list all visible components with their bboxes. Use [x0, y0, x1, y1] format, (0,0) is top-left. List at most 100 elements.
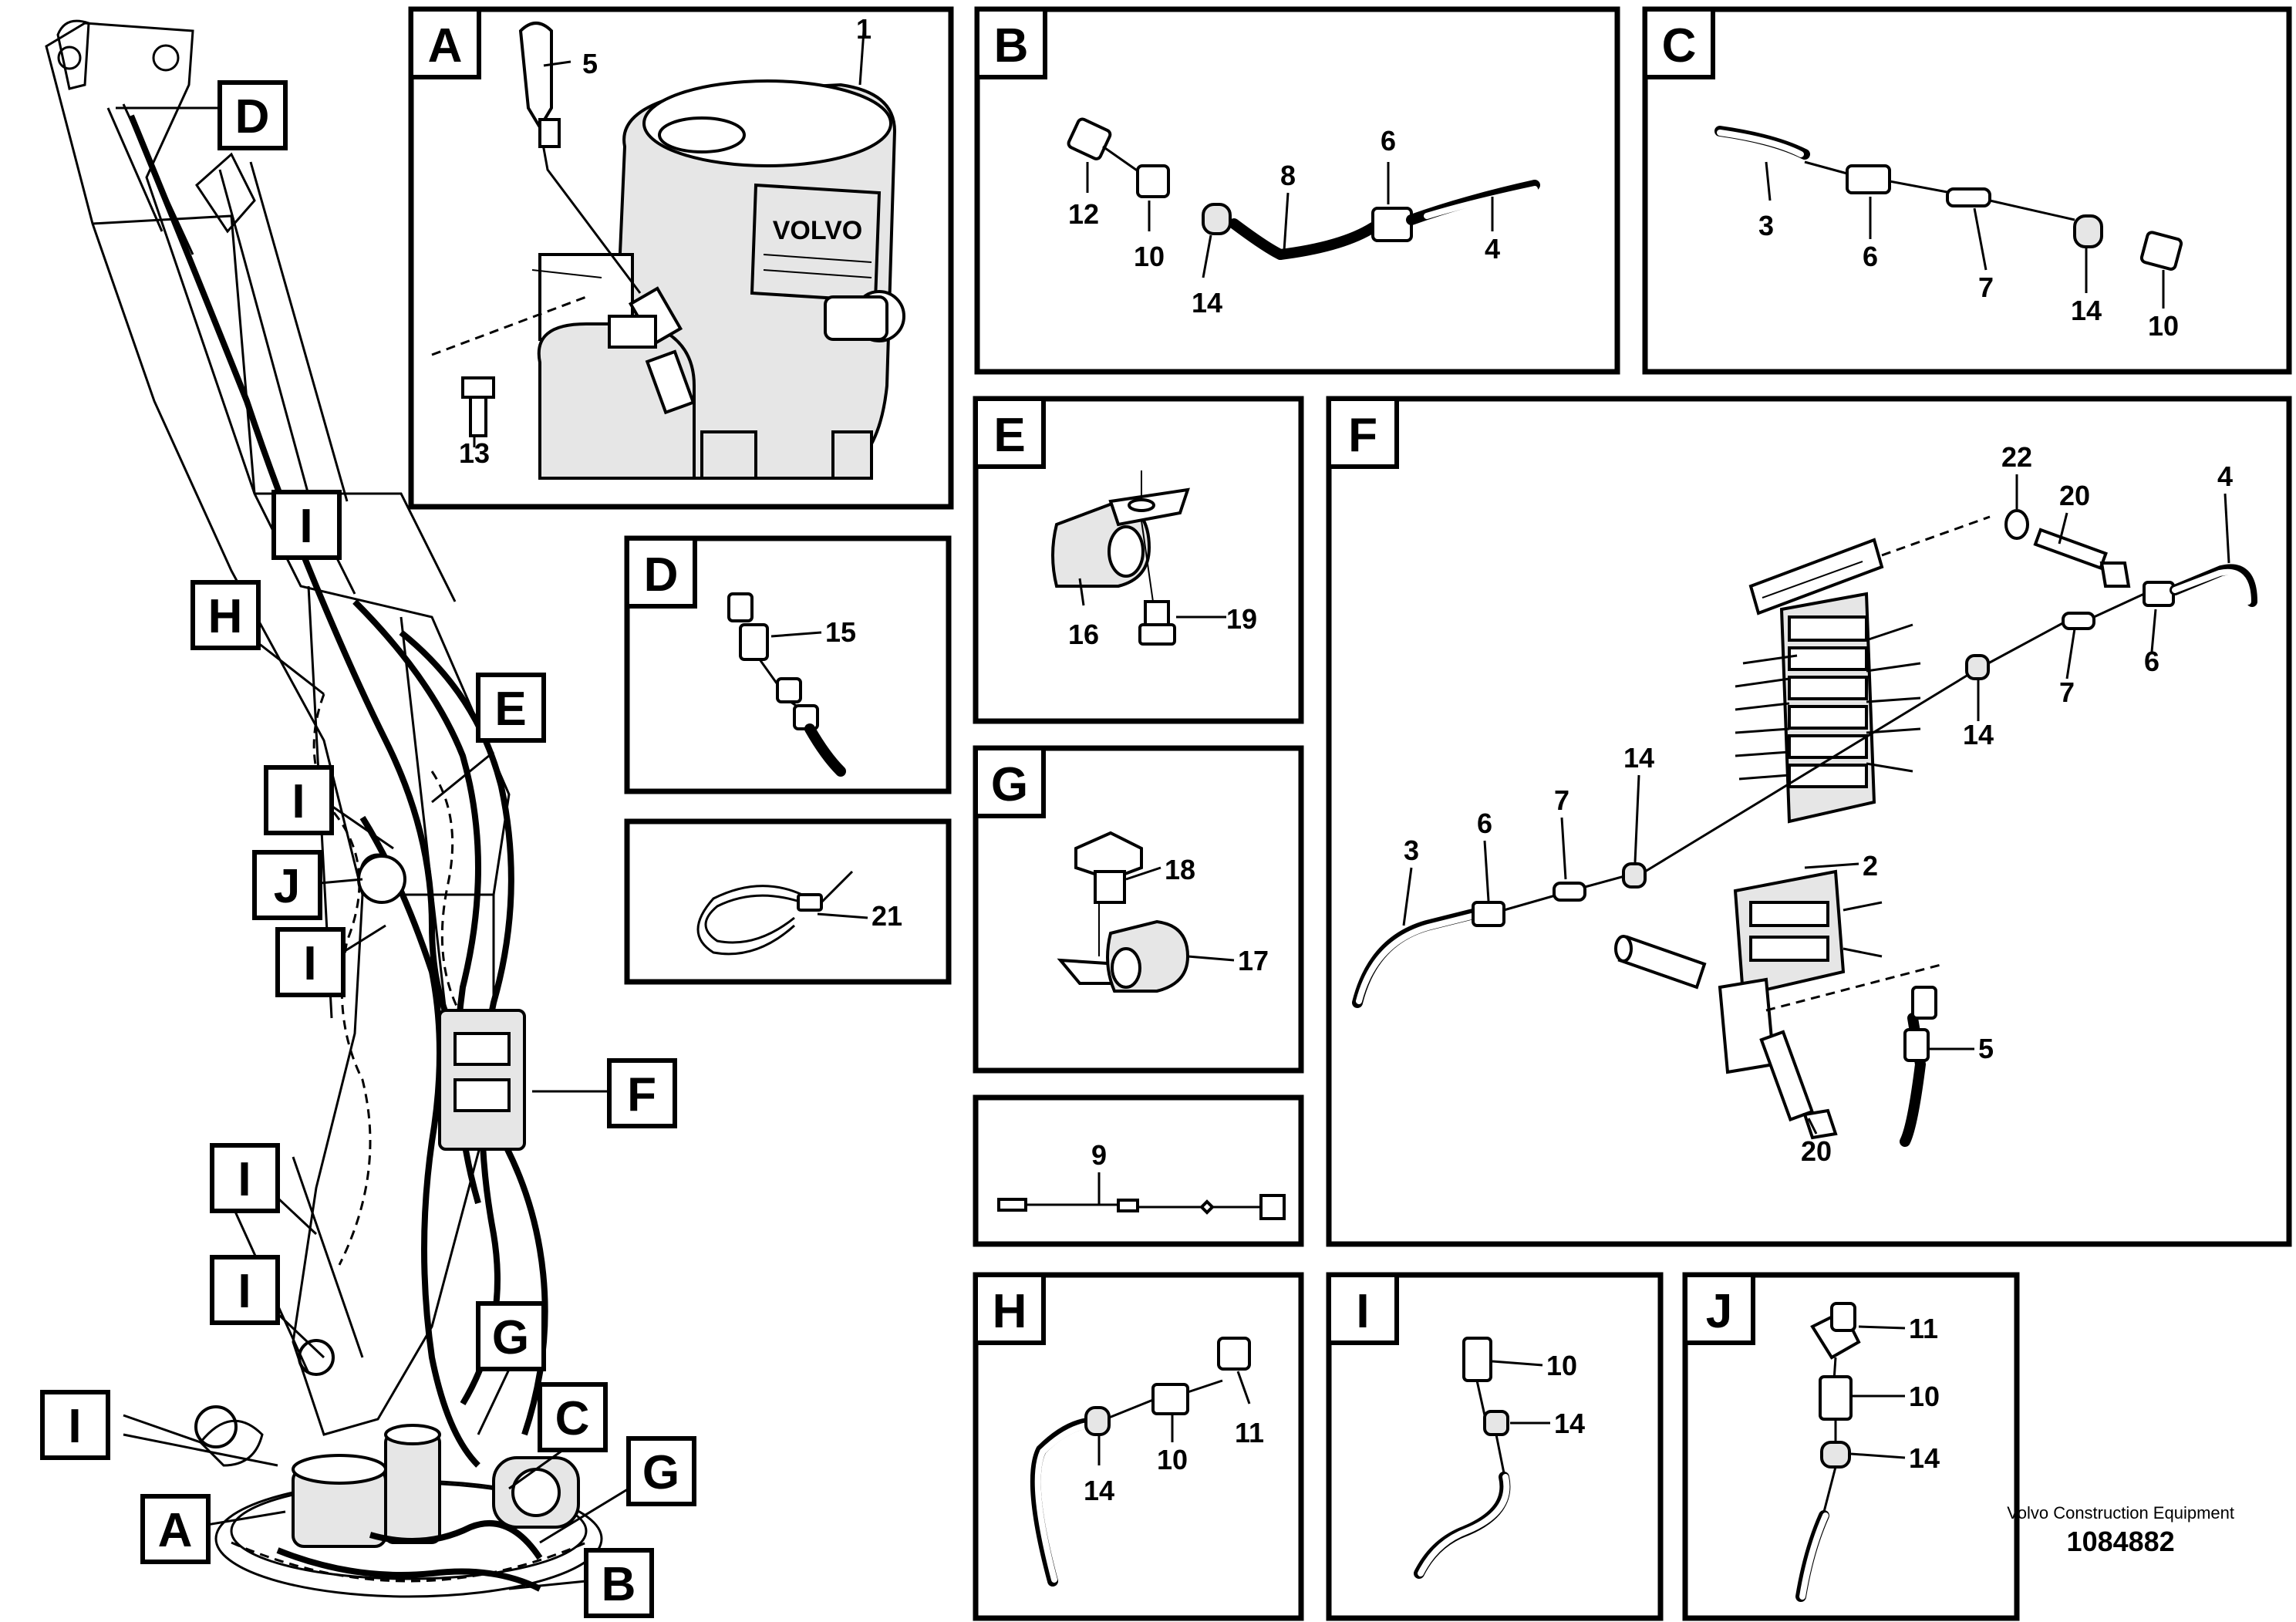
- hose-assembly-b: [1067, 117, 1540, 260]
- svg-text:D: D: [235, 90, 270, 143]
- svg-text:I: I: [299, 500, 312, 553]
- company-name: Volvo Construction Equipment: [2007, 1503, 2234, 1523]
- callout-20[interactable]: 20: [2059, 480, 2090, 511]
- overview-label-i[interactable]: I: [40, 1390, 110, 1460]
- svg-text:B: B: [994, 19, 1029, 73]
- callout-5[interactable]: 5: [582, 48, 598, 79]
- distributor-block-f: [1718, 515, 1991, 1074]
- svg-text:C: C: [555, 1392, 590, 1445]
- panel-j: J 11 10 14: [1682, 1272, 2020, 1621]
- callout-19[interactable]: 19: [1226, 603, 1257, 635]
- overview-label-h[interactable]: H: [190, 580, 261, 650]
- panel-harness: 9: [973, 1094, 1304, 1247]
- callout-6[interactable]: 6: [1863, 241, 1878, 272]
- panel-c: C 3 6 7 14 10: [1642, 6, 2292, 375]
- callout-14[interactable]: 14: [1192, 287, 1222, 319]
- callout-15[interactable]: 15: [825, 616, 856, 648]
- callout-10[interactable]: 10: [2148, 310, 2179, 342]
- overview-label-e[interactable]: E: [476, 673, 546, 743]
- callout-4[interactable]: 4: [2217, 460, 2233, 492]
- harness-9: [997, 1172, 1286, 1220]
- fittings-j: [1795, 1302, 1861, 1602]
- callout-1[interactable]: 1: [856, 13, 872, 45]
- callout-13[interactable]: 13: [459, 437, 490, 469]
- callout-3[interactable]: 3: [1404, 835, 1419, 866]
- svg-text:A: A: [428, 19, 463, 73]
- footer: Volvo Construction Equipment 1084882: [2007, 1504, 2234, 1558]
- callout-7[interactable]: 7: [2059, 676, 2075, 708]
- overview-label-a[interactable]: A: [140, 1494, 211, 1564]
- callout-6[interactable]: 6: [1477, 808, 1492, 839]
- overview-labels: D I H E I J I F: [40, 80, 696, 1618]
- overview-label-i[interactable]: I: [210, 1255, 280, 1325]
- callout-7[interactable]: 7: [1978, 271, 1994, 303]
- callout-10[interactable]: 10: [1909, 1381, 1940, 1412]
- fittings-i: [1414, 1337, 1511, 1579]
- volvo-logo-text: VOLVO: [773, 216, 863, 245]
- overview-label-c[interactable]: C: [538, 1382, 608, 1452]
- callout-16[interactable]: 16: [1068, 619, 1099, 650]
- callout-11[interactable]: 11: [1235, 1417, 1264, 1448]
- callout-17[interactable]: 17: [1238, 945, 1269, 976]
- clamp-e: [1051, 470, 1190, 646]
- overview-label-i[interactable]: I: [264, 765, 334, 835]
- callout-2[interactable]: 2: [1863, 850, 1878, 882]
- svg-text:F: F: [1348, 409, 1377, 462]
- callout-7[interactable]: 7: [1554, 784, 1569, 816]
- svg-text:G: G: [492, 1311, 529, 1364]
- callout-5[interactable]: 5: [1978, 1033, 1994, 1064]
- callout-10[interactable]: 10: [1546, 1350, 1577, 1381]
- fitting-d: [727, 592, 846, 777]
- panel-h: H 14 10 11: [973, 1272, 1304, 1621]
- lubrication-pump-illustration: VOLVO: [537, 79, 905, 480]
- overview-label-i[interactable]: I: [210, 1143, 280, 1213]
- callout-6[interactable]: 6: [1381, 125, 1396, 157]
- svg-text:I: I: [68, 1400, 81, 1453]
- callout-6[interactable]: 6: [2144, 646, 2159, 677]
- overview-label-b[interactable]: B: [584, 1548, 654, 1618]
- callout-20[interactable]: 20: [1801, 1135, 1832, 1167]
- callout-10[interactable]: 10: [1157, 1444, 1188, 1475]
- callout-3[interactable]: 3: [1758, 210, 1774, 241]
- overview-label-d[interactable]: D: [217, 80, 288, 150]
- svg-text:G: G: [642, 1446, 679, 1499]
- callout-4[interactable]: 4: [1485, 233, 1500, 265]
- svg-text:D: D: [644, 548, 679, 602]
- panel-e: E 16 19: [973, 396, 1304, 724]
- callout-12[interactable]: 12: [1068, 198, 1099, 230]
- panel-a: A VOLVO 5: [408, 6, 954, 510]
- svg-text:I: I: [1356, 1285, 1369, 1338]
- overview-label-j[interactable]: J: [252, 850, 322, 920]
- svg-text:J: J: [1706, 1285, 1732, 1338]
- panel-b: B 12 10 14 8 6 4: [974, 6, 1620, 375]
- document-number: 1084882: [2066, 1526, 2175, 1557]
- callout-14[interactable]: 14: [2071, 295, 2102, 326]
- callout-14[interactable]: 14: [1909, 1442, 1940, 1474]
- svg-text:I: I: [238, 1265, 251, 1318]
- callout-21[interactable]: 21: [872, 900, 902, 932]
- clamp-g: [1057, 831, 1190, 993]
- hose-assembly-c: [1714, 126, 2183, 271]
- overview-label-f[interactable]: F: [607, 1058, 677, 1128]
- callout-14[interactable]: 14: [1084, 1475, 1114, 1506]
- callout-11[interactable]: 11: [1909, 1313, 1938, 1344]
- callout-18[interactable]: 18: [1165, 854, 1195, 885]
- svg-text:I: I: [303, 937, 316, 990]
- callout-22[interactable]: 22: [2001, 441, 2032, 473]
- overview-label-g[interactable]: G: [626, 1436, 696, 1506]
- callout-14[interactable]: 14: [1554, 1408, 1585, 1439]
- cable-tie-21: [696, 870, 854, 956]
- callout-9[interactable]: 9: [1091, 1139, 1107, 1171]
- callout-10[interactable]: 10: [1134, 241, 1165, 272]
- svg-text:E: E: [993, 409, 1025, 462]
- svg-text:J: J: [274, 860, 300, 913]
- overview-label-g[interactable]: G: [476, 1301, 546, 1371]
- callout-8[interactable]: 8: [1280, 160, 1296, 191]
- callout-14[interactable]: 14: [1623, 742, 1654, 774]
- overview-label-i[interactable]: I: [271, 490, 342, 560]
- panel-i: I 10 14: [1326, 1272, 1664, 1621]
- svg-text:C: C: [1662, 19, 1697, 73]
- overview-label-i[interactable]: I: [275, 927, 346, 997]
- callout-14[interactable]: 14: [1963, 719, 1994, 750]
